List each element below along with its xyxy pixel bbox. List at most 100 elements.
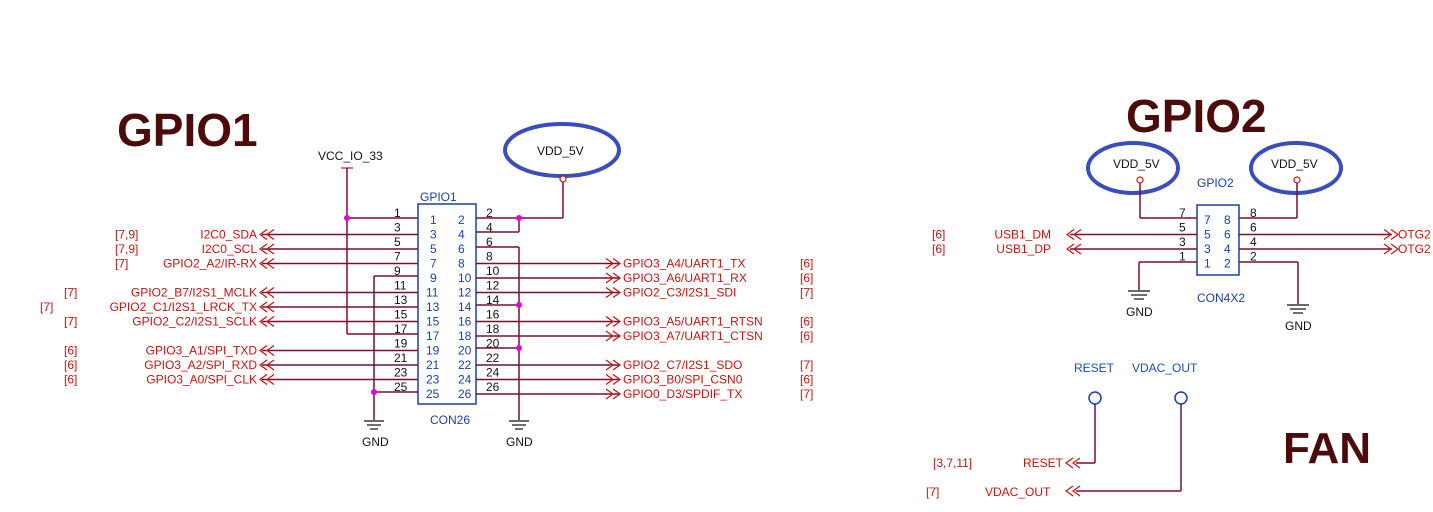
net-label: GPIO2_C3/I2S1_SDI: [623, 286, 736, 300]
tp-reset-label: RESET: [1074, 361, 1115, 375]
sheet-ref: [6]: [800, 315, 813, 329]
pin-number: 4: [458, 228, 465, 242]
tp-vdac-label: VDAC_OUT: [1132, 361, 1198, 375]
net-label: OTG2: [1398, 242, 1431, 256]
net-label: GPIO3_A6/UART1_RX: [623, 271, 747, 285]
net-label: USB1_DM: [994, 228, 1051, 242]
pin-number: 2: [1224, 257, 1231, 271]
gnd-left-label: GND: [362, 435, 389, 449]
pin-number-outer: 7: [394, 250, 401, 264]
net-label: GPIO3_A2/SPI_RXD: [144, 358, 257, 372]
net-label: GPIO2_C1/I2S1_LRCK_TX: [110, 300, 257, 314]
vcc-io-33-label: VCC_IO_33: [318, 149, 383, 163]
net-label: GPIO0_D3/SPDIF_TX: [623, 387, 742, 401]
net-label: GPIO3_A1/SPI_TXD: [146, 344, 258, 358]
vdd-power-symbol: [1293, 176, 1301, 184]
pin-number-outer: 5: [394, 235, 401, 249]
pin-number-outer: 3: [394, 221, 401, 235]
gpio1-part: CON26: [430, 413, 470, 427]
test-point-reset: [1088, 391, 1102, 405]
offpage-connector-icon: [258, 243, 275, 255]
pin-number-outer: 6: [486, 235, 493, 249]
net-label: GPIO3_A4/UART1_TX: [623, 257, 746, 271]
pin-number: 10: [458, 271, 472, 285]
vdd-5v-left-label: VDD_5V: [1113, 157, 1160, 171]
pin-number-outer: 4: [486, 221, 493, 235]
offpage-connector-icon: [605, 388, 622, 400]
offpage-connector-icon: [1383, 229, 1400, 240]
offpage-connector-icon: [258, 374, 275, 385]
pin-number: 5: [1204, 228, 1211, 242]
pin-number-outer: 1: [1179, 250, 1186, 264]
vdd-5v-label: VDD_5V: [537, 144, 584, 158]
sheet-ref: [6]: [800, 373, 813, 387]
gnd-right-label: GND: [506, 435, 533, 449]
pin-number-outer: 2: [486, 206, 493, 220]
pin-number-outer: 12: [486, 279, 500, 293]
ground-symbol: [1128, 290, 1150, 300]
sheet-ref: [7,9]: [115, 242, 138, 256]
vdac-net-label: VDAC_OUT: [985, 485, 1051, 499]
pin-number-outer: 18: [486, 322, 500, 336]
sheet-ref: [7]: [115, 257, 128, 271]
sheet-ref: [6]: [932, 228, 945, 242]
sheet-ref: [6]: [800, 329, 813, 343]
fan-title: FAN: [1283, 424, 1371, 473]
pin-number: 24: [458, 373, 472, 387]
ground-symbol: [509, 420, 529, 430]
pin-number-outer: 14: [486, 293, 500, 307]
junction-dot: [516, 302, 522, 308]
sheet-ref: [6]: [64, 344, 77, 358]
pin-number: 26: [458, 387, 472, 401]
reset-ref: [3,7,11]: [933, 456, 972, 470]
sheet-ref: [6]: [800, 257, 813, 271]
pin-number: 4: [1224, 242, 1231, 256]
net-label: I2C0_SCL: [202, 242, 258, 256]
offpage-connector-icon: [258, 258, 275, 269]
pin-number: 20: [458, 344, 472, 358]
pin-number: 14: [458, 300, 472, 314]
net-label: GPIO2_B7/I2S1_MCLK: [131, 286, 257, 300]
gpio1-title: GPIO1: [117, 104, 258, 156]
pin-number: 13: [426, 300, 440, 314]
pin-number: 7: [1204, 213, 1211, 227]
pin-number-outer: 16: [486, 308, 500, 322]
vdd-5v-right-label: VDD_5V: [1271, 157, 1318, 171]
offpage-connector-icon: [258, 345, 275, 356]
pin-number-outer: 1: [394, 206, 401, 220]
pin-number-outer: 5: [1179, 221, 1186, 235]
pin-number: 1: [430, 213, 437, 227]
net-label: I2C0_SDA: [200, 228, 257, 242]
vdd-power-symbol: [559, 175, 567, 183]
gpio2-ref: GPIO2: [1197, 176, 1234, 190]
offpage-connector-icon: [605, 316, 622, 327]
sheet-ref: [7,9]: [115, 228, 138, 242]
pin-number: 1: [1204, 257, 1211, 271]
pin-number: 22: [458, 358, 472, 372]
offpage-connector-icon: [258, 287, 275, 298]
pin-number-outer: 25: [394, 380, 408, 394]
vdd-5v-highlight: [1086, 141, 1180, 195]
pin-number-outer: 10: [486, 264, 500, 278]
offpage-connector-icon: [1064, 457, 1081, 469]
pin-number: 11: [426, 286, 439, 300]
offpage-connector-icon: [605, 258, 622, 269]
vdd-5v-highlight: [1249, 141, 1343, 195]
pin-number-outer: 19: [394, 337, 408, 351]
pin-number-outer: 15: [394, 308, 408, 322]
offpage-connector-icon: [605, 374, 622, 385]
pin-number: 23: [426, 373, 440, 387]
offpage-connector-icon: [258, 359, 275, 371]
sheet-ref: [7]: [64, 286, 77, 300]
net-label: GPIO3_A7/UART1_CTSN: [623, 329, 763, 343]
sheet-ref: [7]: [800, 286, 813, 300]
sheet-ref: [6]: [800, 271, 813, 285]
gnd-right-label: GND: [1285, 319, 1312, 333]
gpio2-title: GPIO2: [1126, 90, 1267, 142]
offpage-connector-icon: [605, 272, 622, 284]
pin-number: 15: [426, 315, 440, 329]
gpio2-connector-body: [1196, 204, 1240, 276]
gpio1-connector-body: [417, 203, 477, 405]
